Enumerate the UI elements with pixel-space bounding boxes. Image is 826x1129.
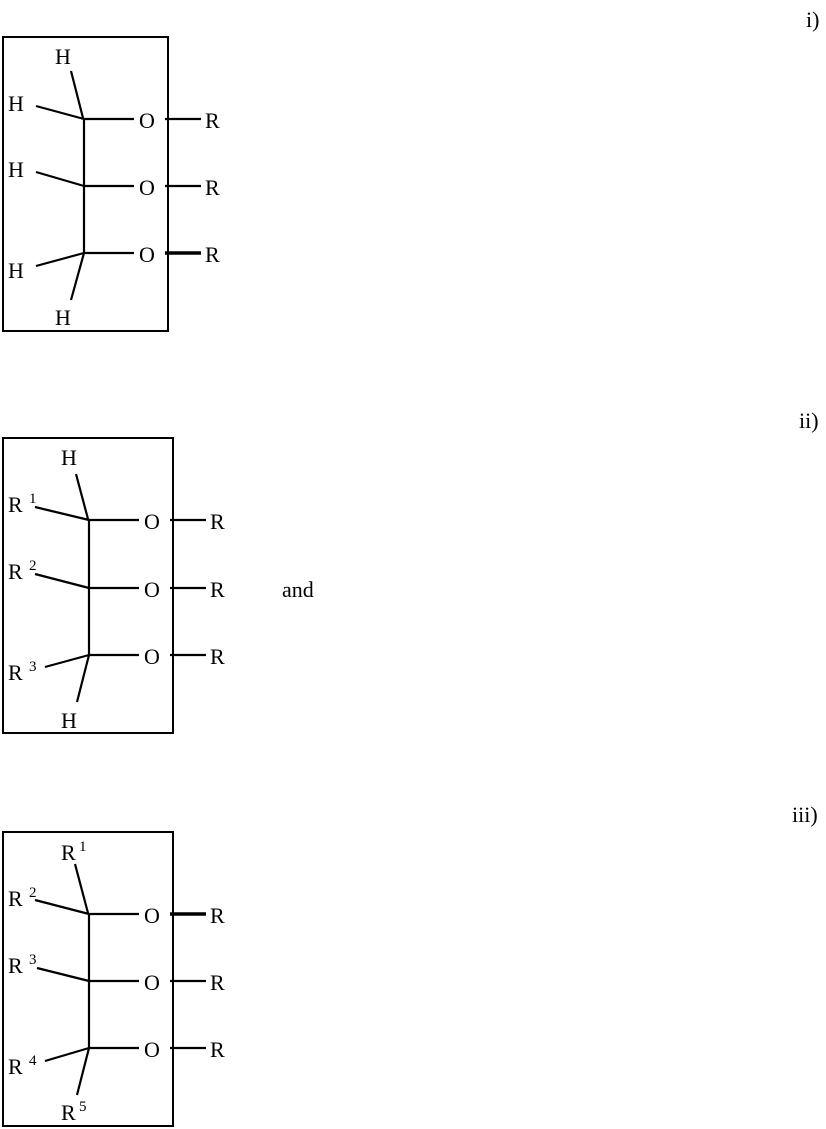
structure-label-iii: iii)	[792, 802, 818, 827]
oxygen-1: O	[144, 903, 160, 928]
c1-left-bond	[34, 505, 90, 522]
structure-box-iii	[2, 831, 174, 1127]
c3-left-substituent: H	[8, 258, 24, 283]
c2-left-substituent: H	[8, 157, 24, 182]
c2-left-substituent: R	[8, 953, 23, 978]
structure-box-ii	[2, 437, 174, 734]
c3-left-substituent: R	[8, 660, 23, 685]
c2-left-superscript: 2	[29, 558, 37, 574]
ester-r-3: R	[210, 1037, 225, 1062]
ester-r-3: R	[210, 644, 225, 669]
bottom-substituent: H	[61, 708, 77, 733]
ester-r-1: R	[210, 903, 225, 928]
top-substituent: H	[55, 44, 71, 69]
c1-left-substituent: R	[8, 886, 23, 911]
bottom-substituent: R	[61, 1100, 76, 1125]
c1-left-substituent: R	[8, 492, 23, 517]
c3-left-bond	[44, 653, 90, 669]
c3-left-bond	[44, 1046, 90, 1063]
c2-left-bond	[36, 966, 90, 983]
bottom-bond	[75, 654, 91, 703]
c3-left-superscript: 3	[29, 659, 37, 675]
ester-r-2: R	[210, 577, 225, 602]
top-superscript: 1	[79, 839, 87, 855]
bottom-bond	[75, 1047, 91, 1096]
ester-r-2: R	[205, 175, 220, 200]
structure-label-i: i)	[806, 7, 819, 32]
oxygen-2: O	[144, 970, 160, 995]
top-bond	[69, 70, 85, 119]
c3-left-substituent: R	[8, 1054, 23, 1079]
oxygen-2: O	[144, 577, 160, 602]
oxygen-2: O	[139, 175, 155, 200]
c1-left-superscript: 2	[29, 885, 37, 901]
c1-left-superscript: 1	[29, 491, 37, 507]
oxygen-3: O	[139, 242, 155, 267]
structure-iii: iii) R 1 R 2 R 3 R 4 R 5 O O O R	[2, 802, 818, 1127]
c3-left-superscript: 4	[29, 1053, 37, 1069]
structure-box-i	[2, 36, 169, 332]
bottom-superscript: 5	[79, 1099, 87, 1115]
top-bond	[73, 863, 90, 914]
c2-left-superscript: 3	[29, 952, 37, 968]
c2-left-bond	[34, 572, 90, 590]
c1-left-substituent: H	[8, 91, 24, 116]
top-substituent: H	[61, 445, 77, 470]
bottom-bond	[69, 252, 86, 301]
c3-left-bond	[35, 251, 85, 268]
top-bond	[74, 473, 90, 520]
ester-r-1: R	[210, 509, 225, 534]
conjunction-and: and	[282, 577, 314, 602]
c2-left-bond	[35, 170, 85, 188]
ester-r-1: R	[205, 108, 220, 133]
oxygen-1: O	[144, 509, 160, 534]
ester-r-3: R	[205, 242, 220, 267]
bottom-substituent: H	[55, 305, 71, 330]
ester-r-2: R	[210, 970, 225, 995]
oxygen-3: O	[144, 644, 160, 669]
c1-left-bond	[35, 104, 85, 121]
structure-ii: ii) H R 1 R 2 R 3 H O O O R R R	[2, 408, 819, 734]
top-substituent: R	[61, 840, 76, 865]
structure-label-ii: ii)	[799, 408, 819, 433]
structure-i: i) H H H H H O O O R R R	[2, 7, 819, 332]
oxygen-3: O	[144, 1037, 160, 1062]
oxygen-1: O	[139, 108, 155, 133]
c2-left-substituent: R	[8, 559, 23, 584]
c1-left-bond	[34, 898, 90, 916]
